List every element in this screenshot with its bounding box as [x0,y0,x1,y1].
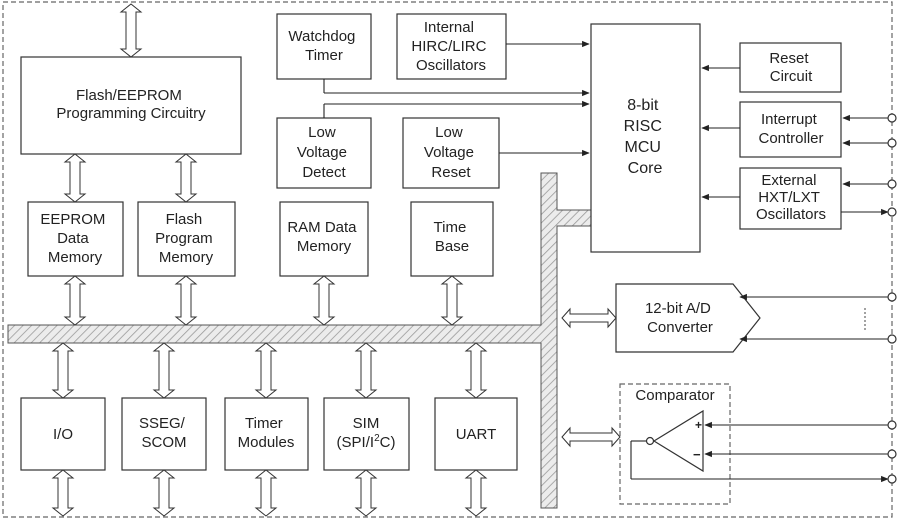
ram-data-memory-block [279,201,369,277]
eeprom-label: EEPROM Data Memory [40,211,109,266]
bus-double-arrow [119,3,143,58]
bus-double-arrow [63,153,87,203]
external-pins [887,113,897,484]
bus-double-arrow [51,342,75,399]
signal-lines [323,40,890,483]
adc-block [615,283,761,353]
comparator-plus-sign: + [695,418,702,432]
external-oscillator-label: External HXT/LXT Oscillators [756,172,826,223]
sseg-scom-label: SSEG/ SCOM [139,415,189,451]
lvr-label: Low Voltage Reset [424,124,478,181]
bus-double-arrow [354,469,378,517]
bus-double-arrow [152,469,176,517]
bus-double-arrow [254,469,278,517]
bus-double-arrow [464,469,488,517]
time-base-block [410,201,494,277]
bus-double-arrow [254,342,278,399]
comparator-title: Comparator [635,387,714,404]
bus-double-arrow [312,275,336,326]
mcu-core-label: 8-bit RISC MCU Core [624,97,667,177]
bus-double-arrow [174,153,198,203]
flash-program-memory-label: Flash Program Memory [155,211,217,266]
bus-double-arrow [174,275,198,326]
bus-double-arrow [440,275,464,326]
internal-oscillator-label: Internal HIRC/LIRC Oscillators [411,19,490,74]
chip-boundary [2,1,893,518]
io-label: I/O [53,426,73,443]
interrupt-controller-block [739,101,842,158]
bus-double-arrow [561,426,621,448]
bus-connections [51,3,621,517]
sseg-scom-block [121,397,207,471]
watchdog-label: Watchdog Timer [288,28,359,64]
reset-circuit-block [739,42,842,93]
comparator-output-bubble [645,436,655,446]
adc-label: 12-bit A/D Converter [645,300,715,336]
watchdog-timer-block [276,13,372,80]
timer-modules-block [224,397,309,471]
reset-circuit-label: Reset Circuit [769,50,813,85]
bus-double-arrow [51,469,75,517]
time-base-label: Time Base [434,219,471,255]
sim-label-line1: SIM [353,415,380,432]
comparator-triangle [652,409,704,473]
eeprom-data-memory-block [27,201,124,277]
low-voltage-detect-block [276,117,372,189]
bus-double-arrow [561,307,617,329]
interrupt-controller-label: Interrupt Controller [758,111,823,147]
mcu-core-block [590,23,701,253]
sim-label-line2: (SPI/I2C) [337,433,396,451]
bus-double-arrow [464,342,488,399]
bus-double-arrow [152,342,176,399]
flash-programming-block [20,56,242,155]
bus-double-arrow [63,275,87,326]
ram-label: RAM Data Memory [287,219,360,255]
internal-oscillator-block [396,13,507,80]
flash-programming-label: Flash/EEPROM Programming Circuitry [56,87,206,122]
bus-double-arrow [354,342,378,399]
lvd-label: Low Voltage Detect [297,124,351,181]
low-voltage-reset-block [402,117,500,189]
comparator-group [619,383,731,505]
uart-label: UART [456,426,497,443]
external-oscillator-block [739,167,842,230]
timer-modules-label: Timer Modules [238,415,295,451]
comparator-minus-sign: − [693,447,701,462]
